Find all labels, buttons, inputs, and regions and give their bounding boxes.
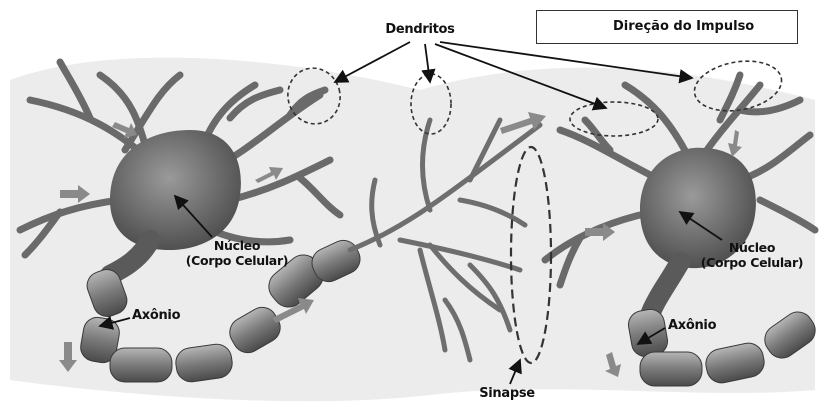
- label-sinapse: Sinapse: [462, 386, 552, 401]
- label-dendritos: Dendritos: [372, 22, 468, 37]
- label-nucleo-left-line1: Núcleo: [178, 238, 296, 253]
- label-nucleo-right-line2: (Corpo Celular): [690, 255, 814, 270]
- label-nucleo-left: Núcleo (Corpo Celular): [178, 238, 296, 268]
- label-nucleo-right: Núcleo (Corpo Celular): [690, 240, 814, 270]
- label-nucleo-right-line1: Núcleo: [690, 240, 814, 255]
- label-axonio-right: Axônio: [668, 318, 716, 333]
- legend-label: Direção do Impulso: [613, 19, 754, 34]
- legend-box: Direção do Impulso: [536, 10, 798, 44]
- label-axonio-left: Axônio: [132, 308, 180, 323]
- label-nucleo-left-line2: (Corpo Celular): [178, 253, 296, 268]
